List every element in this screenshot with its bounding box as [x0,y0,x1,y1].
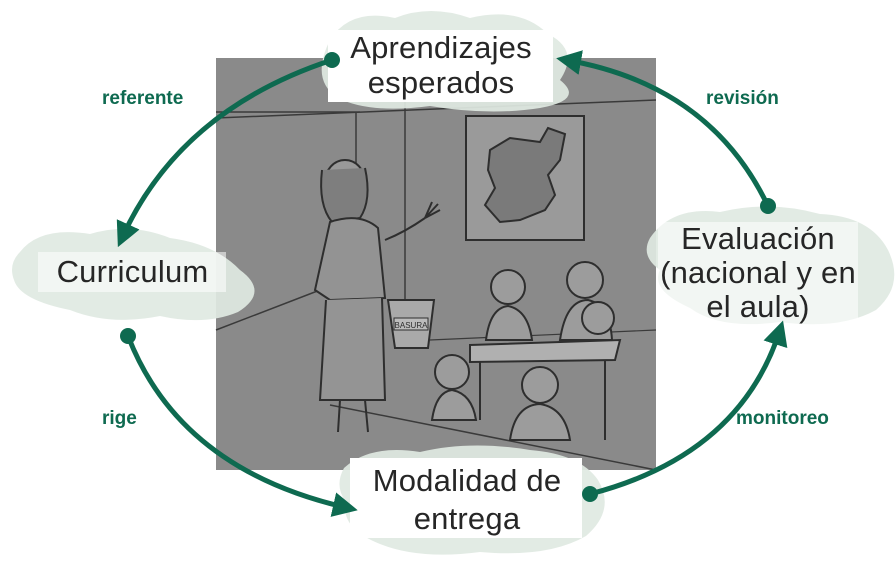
node-modalidad-line-2: entrega [413,501,521,536]
node-curriculum: Curriculum [30,254,235,289]
edge-label-referente: referente [102,88,184,109]
dot-monitoreo [582,486,598,502]
arrow-rige [125,333,358,517]
node-aprendizajes-line-1: Aprendizajes [350,30,532,65]
node-curriculum-line-1: Curriculum [56,254,209,289]
dot-referente [324,52,340,68]
evaluacion-backing [658,222,858,330]
node-evaluacion-line-1: Evaluación [681,221,835,256]
arrow-referente [116,57,335,248]
arrow-revision [556,50,771,209]
bin-label: BASURA [395,321,429,330]
node-evaluacion: Evaluación (nacional y en el aula) [652,222,864,324]
curriculum-backing [38,252,226,292]
node-evaluacion-line-3: el aula) [706,289,810,324]
node-aprendizajes-line-2: esperados [367,65,515,100]
node-modalidad: Modalidad de entrega [350,462,584,538]
edge-label-revision: revisión [706,88,779,109]
node-modalidad-line-1: Modalidad de [372,463,562,498]
edge-label-rige: rige [102,408,137,429]
students-group [430,261,622,441]
node-aprendizajes: Aprendizajes esperados [328,30,554,100]
node-evaluacion-line-2: (nacional y en [660,255,856,290]
classroom-illustration: BASURA [215,58,657,471]
arrow-monitoreo [587,320,788,497]
modalidad-backing [350,458,582,538]
edge-label-monitoreo: monitoreo [736,408,829,429]
dot-rige [120,328,136,344]
teacher-figure [313,159,441,433]
dot-revision [760,198,776,214]
aprendizajes-backing [328,30,553,102]
trash-bin: BASURA [386,299,436,349]
